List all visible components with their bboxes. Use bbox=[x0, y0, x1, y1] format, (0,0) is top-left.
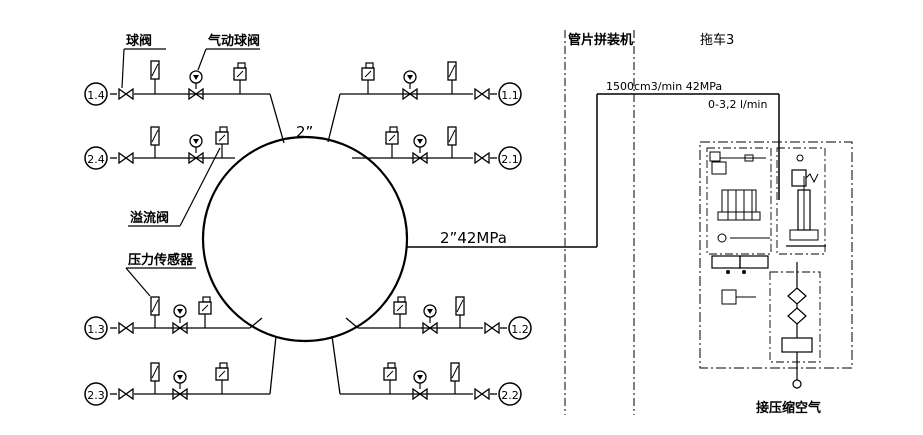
relief-valve-icon bbox=[385, 126, 399, 145]
pressure-sensor-icon bbox=[150, 296, 160, 316]
ball-valve-icon bbox=[118, 322, 134, 334]
ball-valve-icon bbox=[474, 88, 490, 100]
overflow-valve-label: 溢流阀 bbox=[130, 210, 169, 226]
gauge-icon bbox=[413, 370, 427, 384]
air-inlet-icon bbox=[792, 379, 802, 389]
gauge-icon bbox=[413, 134, 427, 148]
branch-2-1: 2.1 bbox=[352, 126, 522, 170]
port-circle bbox=[498, 382, 522, 406]
branch-1-2: 1.2 bbox=[345, 296, 532, 340]
ball-valve-icon bbox=[474, 152, 490, 164]
ball-valve-icon bbox=[118, 88, 134, 100]
port-label-2-1: 2.1 bbox=[501, 153, 519, 166]
port-circle bbox=[508, 316, 532, 340]
ball-valve-icon bbox=[484, 322, 500, 334]
port-label-1-3: 1.3 bbox=[87, 323, 105, 336]
relief-valve-icon bbox=[361, 62, 375, 81]
distribution-ring bbox=[201, 135, 409, 343]
gauge-icon bbox=[403, 70, 417, 84]
pneumatic-ball-valve-label: 气动球阀 bbox=[208, 33, 260, 49]
relief-valve-icon bbox=[215, 362, 229, 381]
pressure-sensor-icon bbox=[447, 61, 457, 81]
port-label-1-2: 1.2 bbox=[511, 323, 529, 336]
relief-valve-icon bbox=[383, 362, 397, 381]
ball-valve-label: 球阀 bbox=[126, 33, 152, 49]
flow-spec-label: 1500cm3/min 42MPa bbox=[606, 80, 722, 93]
port-circle bbox=[84, 82, 108, 106]
port-circle bbox=[84, 316, 108, 340]
port-circle bbox=[84, 146, 108, 170]
pressure-sensor-icon bbox=[150, 60, 160, 80]
port-label-1-1: 1.1 bbox=[501, 89, 519, 102]
pressure-sensor-label: 压力传感器 bbox=[128, 252, 194, 268]
gauge-icon bbox=[189, 70, 203, 84]
branch-1-1: 1.1 bbox=[327, 61, 522, 143]
branch-1-3: 1.3 bbox=[84, 296, 263, 340]
pump-unit bbox=[699, 141, 853, 389]
port-label-2-2: 2.2 bbox=[501, 389, 519, 402]
branch-2-4: 2.4 bbox=[84, 126, 235, 170]
relief-valve-icon bbox=[215, 126, 229, 145]
gauge-icon bbox=[423, 304, 437, 318]
pressure-sensor-icon bbox=[150, 362, 160, 382]
flow-range-label: 0-3,2 l/min bbox=[708, 98, 767, 111]
port-circle bbox=[498, 146, 522, 170]
branch-2-3: 2.3 bbox=[84, 335, 277, 406]
pressure-sensor-icon bbox=[450, 362, 460, 382]
port-circle bbox=[498, 82, 522, 106]
port-label-2-3: 2.3 bbox=[87, 389, 105, 402]
relief-valve-icon bbox=[233, 62, 247, 81]
gauge-icon bbox=[189, 134, 203, 148]
pressure-sensor-icon bbox=[150, 126, 160, 146]
segment-erector-label: 管片拼装机 bbox=[568, 32, 633, 48]
ball-valve-icon bbox=[118, 152, 134, 164]
port-circle bbox=[84, 382, 108, 406]
pressure-sensor-icon bbox=[447, 126, 457, 146]
branch-2-2: 2.2 bbox=[331, 335, 522, 406]
trailer-label: 拖车3 bbox=[700, 32, 734, 48]
main-line-label: 2”42MPa bbox=[440, 229, 507, 247]
relief-valve-icon bbox=[198, 296, 212, 315]
ball-valve-icon bbox=[118, 388, 134, 400]
branch-1-4: 1.4 bbox=[84, 60, 285, 144]
pipe-size-label: 2” bbox=[296, 123, 313, 141]
pressure-sensor-icon bbox=[455, 296, 465, 316]
port-label-2-4: 2.4 bbox=[87, 153, 105, 166]
compressed-air-label: 接压缩空气 bbox=[756, 400, 821, 416]
gauge-icon bbox=[173, 304, 187, 318]
ball-valve-icon bbox=[474, 388, 490, 400]
port-label-1-4: 1.4 bbox=[87, 89, 105, 102]
gauge-icon bbox=[173, 370, 187, 384]
relief-valve-icon bbox=[393, 296, 407, 315]
